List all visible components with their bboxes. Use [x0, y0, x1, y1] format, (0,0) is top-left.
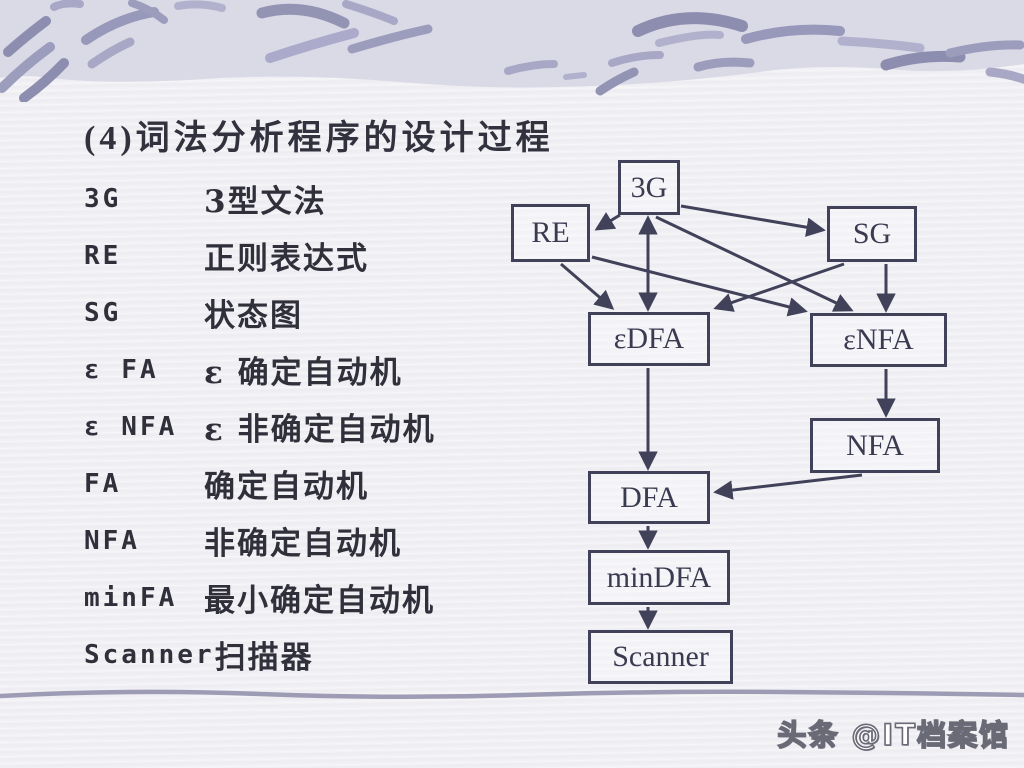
- glossary-desc: 3型文法: [204, 184, 327, 220]
- node-mindfa-label: minDFA: [606, 560, 712, 594]
- glossary-desc: 扫描器: [214, 640, 314, 676]
- glossary-desc: 正则表达式: [204, 241, 369, 277]
- arrow-3g-to-sg: [680, 204, 826, 237]
- glossary-row: FA 确定自动机: [84, 455, 436, 512]
- node-re-label: RE: [531, 216, 570, 249]
- arrow-re-to-edfa: [560, 262, 615, 310]
- glossary-desc: 最小确定自动机: [204, 583, 435, 619]
- arrow-3g-to-enfa: [655, 215, 854, 312]
- node-edfa: εDFA: [588, 312, 710, 366]
- glossary-abbr: ε NFA: [84, 411, 178, 442]
- glossary: 3G 3型文法 RE 正则表达式 SG 状态图 ε FA ε 确定自动机 ε NFA ε 非确定自…: [84, 170, 436, 683]
- glossary-row: NFA 非确定自动机: [84, 512, 436, 569]
- header-brush-band: [0, 0, 1024, 102]
- node-edfa-label: εDFA: [613, 322, 685, 355]
- node-sg: SG: [827, 206, 917, 262]
- glossary-row: ε FA ε 确定自动机: [84, 341, 436, 398]
- brush-strokes: [0, 0, 1024, 102]
- node-3g: 3G: [618, 160, 680, 215]
- node-scanner-label: Scanner: [612, 640, 709, 673]
- glossary-abbr: 3G: [84, 183, 122, 214]
- watermark: 头条 @IT档案馆: [777, 717, 1010, 753]
- glossary-desc: 确定自动机: [204, 469, 369, 505]
- glossary-abbr: FA: [84, 468, 122, 499]
- node-enfa-label: εNFA: [843, 323, 914, 356]
- glossary-desc: 状态图: [204, 298, 303, 334]
- node-nfa: NFA: [810, 418, 940, 473]
- footer-line: [0, 689, 1024, 700]
- node-dfa-label: DFA: [620, 480, 678, 514]
- glossary-row: RE 正则表达式: [84, 227, 436, 284]
- node-re: RE: [511, 204, 590, 262]
- arrow-nfa-to-dfa: [713, 473, 863, 500]
- glossary-abbr: ε FA: [84, 354, 159, 385]
- arrow-re-to-enfa: [591, 255, 808, 317]
- glossary-row: 3G 3型文法: [84, 170, 436, 227]
- node-enfa: εNFA: [810, 313, 947, 367]
- glossary-row: ε NFA ε 非确定自动机: [84, 398, 436, 455]
- node-mindfa: minDFA: [588, 550, 730, 605]
- node-sg-label: SG: [852, 217, 892, 250]
- node-scanner: Scanner: [588, 630, 733, 684]
- band-background: [0, 0, 1024, 88]
- glossary-desc: 非确定自动机: [204, 526, 402, 562]
- glossary-abbr: SG: [84, 297, 122, 328]
- glossary-abbr: NFA: [84, 525, 140, 556]
- node-nfa-label: NFA: [846, 428, 904, 462]
- glossary-row: minFA 最小确定自动机: [84, 569, 436, 626]
- glossary-abbr: Scanner: [84, 639, 215, 670]
- node-dfa: DFA: [588, 471, 710, 524]
- node-3g-label: 3G: [630, 170, 668, 204]
- arrow-3g-to-re: [594, 212, 621, 231]
- arrow-sg-to-edfa: [713, 262, 845, 312]
- glossary-abbr: RE: [84, 240, 122, 271]
- glossary-row: SG 状态图: [84, 284, 436, 341]
- glossary-abbr: minFA: [84, 582, 178, 613]
- glossary-desc: ε 确定自动机: [204, 355, 403, 391]
- page-title: (4)词法分析程序的设计过程: [84, 120, 554, 157]
- glossary-desc: ε 非确定自动机: [204, 412, 436, 448]
